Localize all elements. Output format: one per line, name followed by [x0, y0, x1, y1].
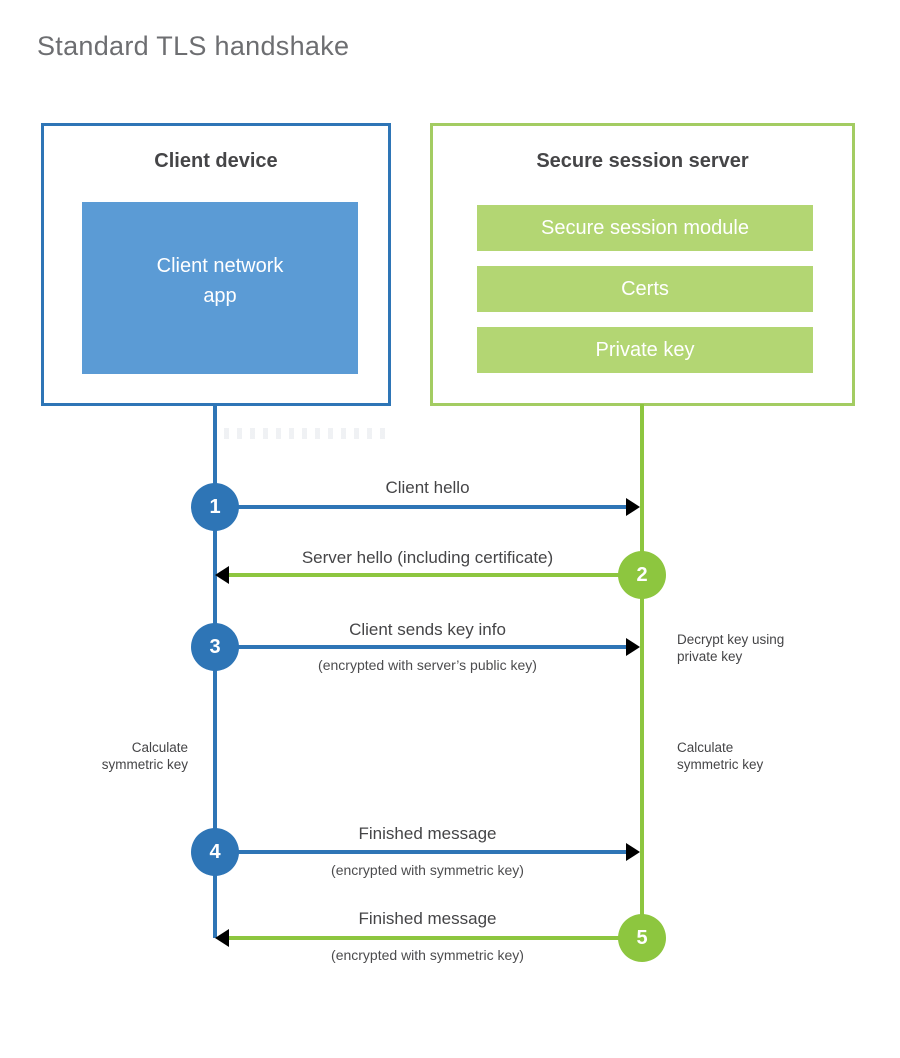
client-network-app-label: Client network app: [156, 255, 284, 307]
client-device-box: Client device Client network app: [41, 123, 391, 406]
client-network-app-box: Client network app: [82, 202, 358, 374]
calculate-symmetric-key-note-client: Calculate symmetric key: [101, 740, 188, 772]
step-2-arrow: [229, 573, 642, 577]
step-2-arrowhead-left-icon: [215, 566, 229, 584]
step-2-circle: 2: [618, 551, 666, 599]
page-title: Standard TLS handshake: [37, 31, 350, 61]
certs-bar: Certs: [477, 266, 813, 312]
step-3-circle: 3: [191, 623, 239, 671]
step-1-label: Client hello: [385, 478, 470, 497]
step-1-arrow: [215, 505, 627, 509]
step-3-arrow: [215, 645, 627, 649]
step-1-circle: 1: [191, 483, 239, 531]
faint-dashes-artifact: [224, 428, 386, 439]
decrypt-key-note: Decrypt key using private key: [677, 632, 785, 664]
step-3-arrowhead-right-icon: [626, 638, 640, 656]
step-4-sublabel: (encrypted with symmetric key): [331, 862, 524, 878]
step-5-arrow: [229, 936, 642, 940]
calculate-symmetric-key-note-server: Calculate symmetric key: [677, 740, 764, 772]
step-4-arrowhead-right-icon: [626, 843, 640, 861]
step-5-sublabel: (encrypted with symmetric key): [331, 947, 524, 963]
step-4-arrow: [215, 850, 627, 854]
step-1-arrowhead-right-icon: [626, 498, 640, 516]
private-key-bar: Private key: [477, 327, 813, 373]
client-device-title: Client device: [154, 150, 278, 172]
step-2-label: Server hello (including certificate): [301, 548, 554, 567]
secure-session-server-box: Secure session server Secure session mod…: [430, 123, 855, 406]
client-lifeline: [213, 404, 217, 938]
secure-session-module-bar: Secure session module: [477, 205, 813, 251]
step-5-label: Finished message: [358, 909, 497, 928]
step-5-arrowhead-left-icon: [215, 929, 229, 947]
step-5-circle: 5: [618, 914, 666, 962]
step-4-circle: 4: [191, 828, 239, 876]
step-4-label: Finished message: [358, 824, 497, 843]
secure-session-server-title: Secure session server: [536, 150, 749, 172]
server-lifeline: [640, 404, 644, 946]
step-3-label: Client sends key info: [349, 620, 506, 639]
step-3-sublabel: (encrypted with server’s public key): [318, 657, 537, 673]
